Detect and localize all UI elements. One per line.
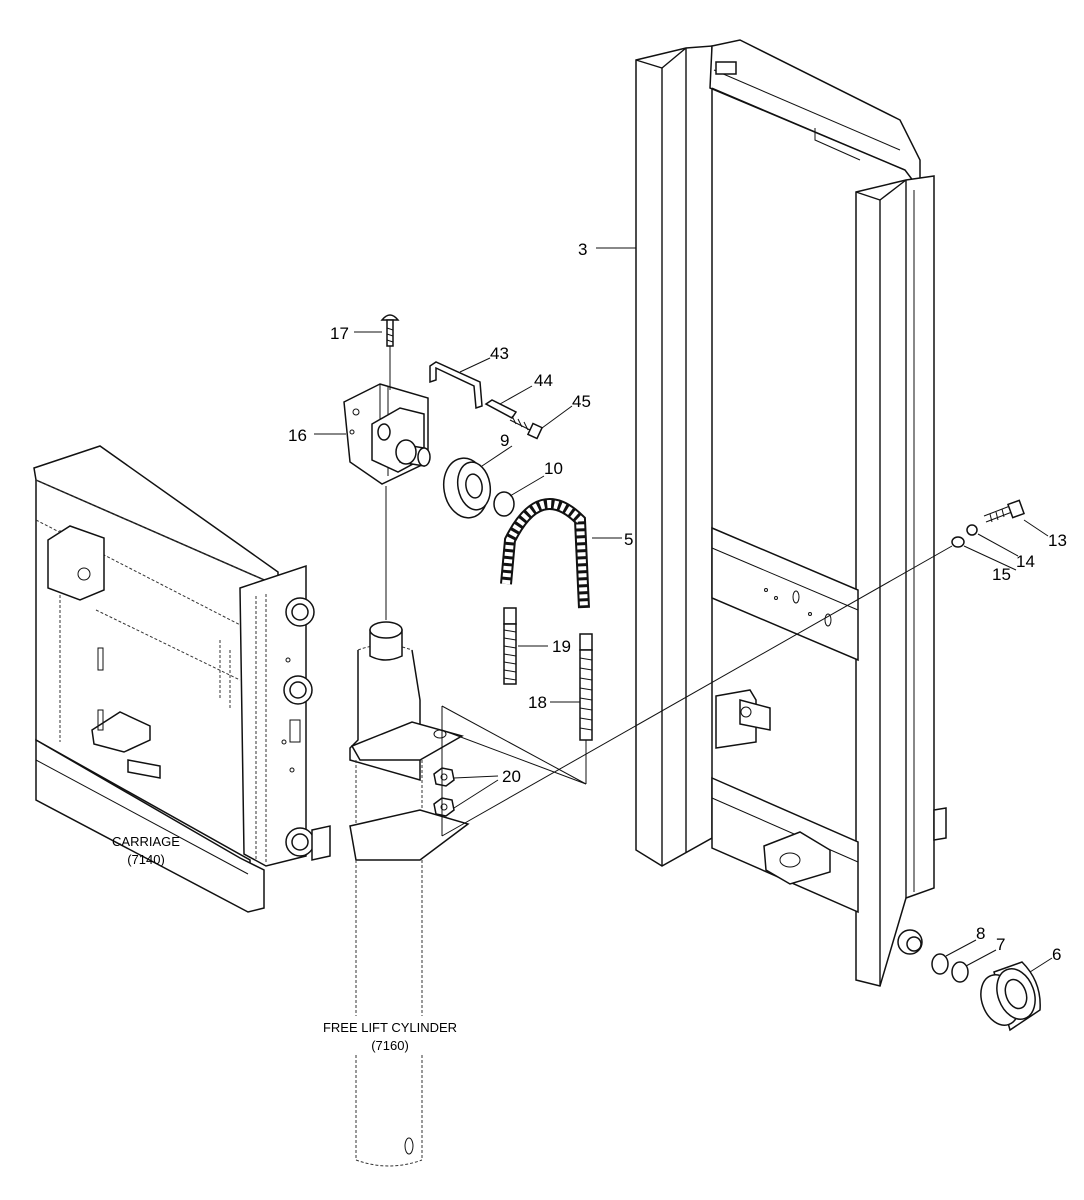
chain-anchor-19: [503, 607, 517, 685]
callout-8: 8: [976, 924, 985, 943]
sheave-9: [442, 457, 492, 519]
nut-20-lower: [433, 797, 455, 817]
free-lift-cylinder: [349, 621, 470, 1167]
callout-19: 19: [552, 637, 571, 656]
mast-frame: [635, 39, 947, 987]
shim-8: [931, 953, 949, 975]
roller-bearing-6: [980, 961, 1041, 1032]
carriage-roller-top: [285, 597, 315, 627]
carriage-roller-bottom: [285, 825, 331, 861]
callout-45: 45: [572, 392, 591, 411]
callout-18: 18: [528, 693, 547, 712]
lift-chain-5: [500, 498, 590, 609]
bolt-17: [380, 314, 400, 347]
washer-14: [966, 524, 978, 536]
snap-ring-10: [493, 491, 515, 517]
callout-13: 13: [1048, 531, 1067, 550]
cylinder-caption-ref: (7160): [371, 1038, 409, 1053]
callout-6: 6: [1052, 945, 1061, 964]
callout-43: 43: [490, 344, 509, 363]
shim-7: [951, 961, 969, 983]
carriage-caption-ref: (7140): [127, 852, 165, 867]
callout-20: 20: [502, 767, 521, 786]
chain-anchor-18: [579, 633, 593, 741]
sheave-axle: [395, 439, 431, 467]
callout-15: 15: [992, 565, 1011, 584]
carriage-caption-name: CARRIAGE: [112, 834, 180, 849]
mast-top-pad: [715, 61, 737, 75]
sheave-bracket: [343, 383, 431, 485]
callout-16: 16: [288, 426, 307, 445]
carriage-roller-middle: [283, 675, 313, 705]
nut-20-upper: [433, 767, 455, 787]
bolt-45: [509, 415, 544, 440]
assembly-lines: [314, 247, 1053, 973]
roller-stub: [897, 929, 923, 955]
washer-15: [951, 536, 965, 548]
callout-7: 7: [996, 935, 1005, 954]
pin-44: [484, 399, 518, 419]
bolt-13: [983, 499, 1025, 523]
callout-5: 5: [624, 530, 633, 549]
carriage: [33, 445, 331, 913]
callout-17: 17: [330, 324, 349, 343]
callout-3: 3: [578, 240, 587, 259]
callout-44: 44: [534, 371, 553, 390]
retainer-43: [429, 361, 483, 410]
callout-10: 10: [544, 459, 563, 478]
callout-9: 9: [500, 431, 509, 450]
cylinder-caption-name: FREE LIFT CYLINDER: [323, 1020, 457, 1035]
callout-14: 14: [1016, 552, 1035, 571]
